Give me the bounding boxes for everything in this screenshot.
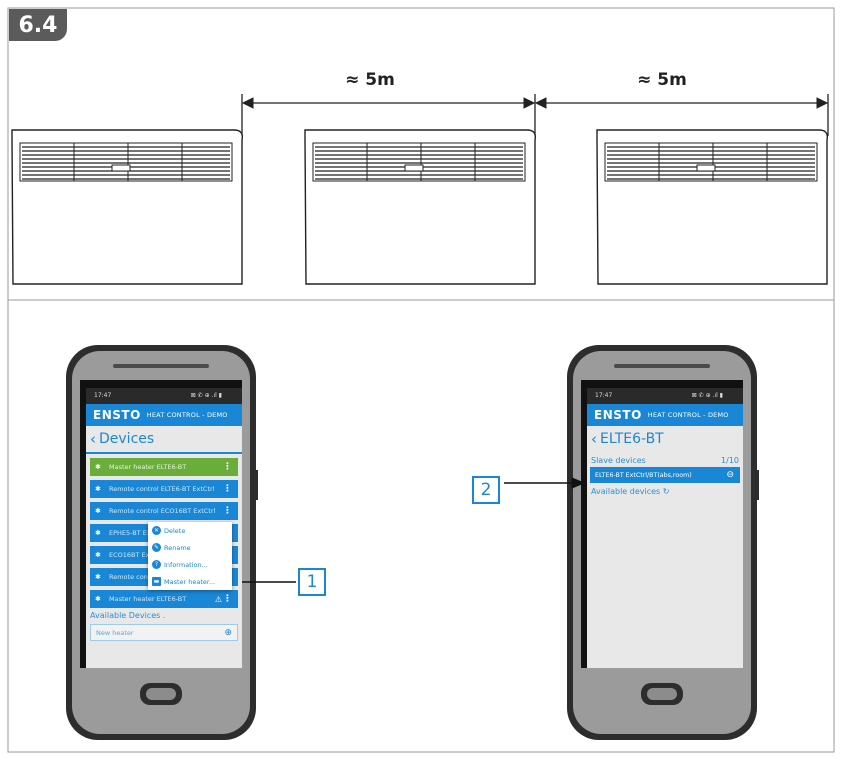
slave-device-row[interactable]: ELTE6-BT ExtCtrl/BT(abs,room) ⊖ (590, 467, 740, 483)
distance-label-2: ≈ 5m (637, 70, 687, 90)
page-header: ‹ ELTE6-BT (587, 426, 743, 452)
delete-icon: ✕ (152, 526, 161, 535)
distance-label-1: ≈ 5m (345, 70, 395, 90)
app-title: HEAT CONTROL - DEMO (146, 411, 228, 419)
menu-item-label: Rename (164, 543, 191, 552)
heater-1 (11, 129, 244, 285)
device-row[interactable]: ✱ Master heater ELTE6-BT ⚠⋮ (90, 590, 238, 608)
device-label: Master heater ELTE6-BT (109, 595, 187, 603)
app-title: HEAT CONTROL - DEMO (647, 411, 729, 419)
menu-item-label: Information... (164, 560, 208, 569)
more-options-icon[interactable]: ⋮ (223, 462, 232, 472)
more-options-icon[interactable]: ⋮ (223, 484, 232, 494)
more-options-icon[interactable]: ⋮ (223, 506, 232, 516)
status-bar: 17:47 ⊠ ✆ ⊕ .ıl ▮ (86, 388, 242, 404)
bluetooth-icon: ✱ (95, 573, 101, 581)
add-heater-icon[interactable]: ⊕ (224, 627, 232, 638)
available-devices-label[interactable]: Available devices ↻ (591, 487, 670, 496)
status-time: 17:47 (94, 392, 112, 399)
menu-item-information[interactable]: ?Information... (148, 556, 232, 573)
device-label: EPHE5-BT ExtC (109, 529, 158, 537)
menu-item-label: Delete (164, 526, 186, 535)
device-row[interactable]: ✱ Master heater ELTE6-BT ⋮ (90, 458, 238, 476)
distance-marker-2 (534, 94, 829, 136)
slave-device-label: ELTE6-BT ExtCtrl/BT(abs,room) (595, 471, 692, 479)
bluetooth-icon: ✱ (95, 463, 101, 471)
page-title: Devices (99, 431, 155, 447)
menu-item-delete[interactable]: ✕Delete (148, 522, 232, 539)
status-icons: ⊠ ✆ ⊕ .ıl ▮ (190, 392, 222, 399)
loading-icon: . (162, 611, 166, 620)
bluetooth-icon: ✱ (95, 507, 101, 515)
status-time: 17:47 (595, 392, 613, 399)
new-heater-row[interactable]: New heater ⊕ (90, 624, 238, 641)
callout-2: 2 (472, 476, 500, 504)
context-menu: ✕Delete✎Rename?Information...▬Master hea… (148, 522, 232, 590)
heater-icon: ▬ (152, 577, 161, 586)
brand-logo: ENSTO (93, 408, 141, 422)
device-label: ECO16BT Ext (109, 551, 153, 559)
menu-item-master-heater[interactable]: ▬Master heater... (148, 573, 232, 590)
page-title: ELTE6-BT (600, 431, 664, 447)
slave-devices-label: Slave devices (591, 456, 646, 465)
app-bar: ENSTO HEAT CONTROL - DEMO (86, 404, 242, 426)
phone-left-screen: 17:47 ⊠ ✆ ⊕ .ıl ▮ ENSTO HEAT CONTROL - D… (86, 388, 242, 668)
menu-item-rename[interactable]: ✎Rename (148, 539, 232, 556)
bluetooth-icon: ✱ (95, 529, 101, 537)
app-bar: ENSTO HEAT CONTROL - DEMO (587, 404, 743, 426)
callout-1: 1 (298, 568, 326, 596)
callout-2-arrow (504, 477, 586, 489)
available-devices-label[interactable]: Available Devices . (90, 611, 166, 620)
info-icon: ? (152, 560, 161, 569)
bluetooth-icon: ✱ (95, 551, 101, 559)
new-heater-label: New heater (96, 628, 134, 637)
phone-right-screen: 17:47 ⊠ ✆ ⊕ .ıl ▮ ENSTO HEAT CONTROL - D… (587, 388, 743, 668)
device-label: Remote control ECO16BT ExtCtrl (109, 507, 216, 515)
slave-count: 1/10 (721, 456, 739, 465)
refresh-icon: ↻ (662, 487, 670, 496)
back-chevron-icon[interactable]: ‹ (591, 430, 597, 448)
page-header: ‹ Devices (86, 426, 242, 454)
outer-frame (7, 7, 835, 753)
distance-marker-1 (241, 94, 536, 136)
heater-3 (596, 129, 829, 285)
status-icons: ⊠ ✆ ⊕ .ıl ▮ (691, 392, 723, 399)
status-bar: 17:47 ⊠ ✆ ⊕ .ıl ▮ (587, 388, 743, 404)
bluetooth-icon: ✱ (95, 485, 101, 493)
heater-2 (304, 129, 537, 285)
more-options-icon[interactable]: ⋮ (223, 594, 232, 604)
menu-item-label: Master heater... (164, 577, 216, 586)
remove-slave-icon[interactable]: ⊖ (726, 470, 734, 480)
device-label: Remote control ELTE6-BT ExtCtrl (109, 485, 215, 493)
warning-icon: ⚠ (214, 594, 222, 604)
device-list: ✱ Master heater ELTE6-BT ⋮ ✱ Remote control … (86, 458, 242, 608)
device-label: Master heater ELTE6-BT (109, 463, 187, 471)
device-row[interactable]: ✱ Remote control ECO16BT ExtCtrl ⋮ (90, 502, 238, 520)
brand-logo: ENSTO (594, 408, 642, 422)
device-row[interactable]: ✱ Remote control ELTE6-BT ExtCtrl ⋮ (90, 480, 238, 498)
section-number-badge: 6.4 (9, 9, 67, 41)
pencil-icon: ✎ (152, 543, 161, 552)
slave-devices-header: Slave devices 1/10 (587, 456, 743, 465)
back-chevron-icon[interactable]: ‹ (90, 430, 96, 448)
bluetooth-icon: ✱ (95, 595, 101, 603)
